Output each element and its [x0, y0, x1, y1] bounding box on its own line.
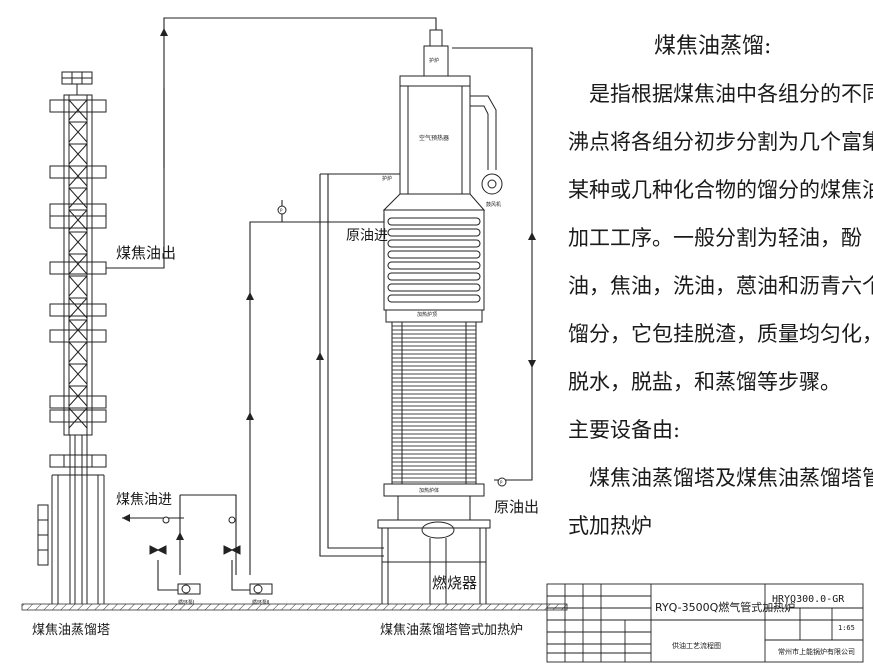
description-title: 煤焦油蒸馏:: [654, 34, 772, 59]
tower-platform: [49, 303, 107, 317]
label-coal-tar-out: 煤焦油出: [116, 244, 176, 262]
convection-coil: [387, 228, 481, 237]
tower-truss: [68, 363, 88, 385]
description-line: 煤焦油蒸馏塔及煤焦油蒸馏塔管: [568, 466, 873, 490]
label-gauge-right: P: [500, 480, 503, 485]
label-burner: 燃烧器: [432, 574, 477, 592]
flow-arrows: [122, 28, 536, 540]
drawing-scale: 1:65: [838, 624, 855, 632]
piping: [106, 17, 533, 591]
label-coal-tar-in: 煤焦油进: [116, 492, 172, 508]
ground-line: [21, 603, 568, 611]
tower-truss: [68, 407, 88, 429]
description-line: 式加热炉: [568, 514, 652, 538]
convection-coil: [387, 283, 481, 292]
tower-truss: [68, 231, 88, 253]
description-line: 馏分，它包挂脱渣，质量均匀化，: [568, 322, 873, 346]
description-line: 是指根据煤焦油中各组分的不同: [568, 82, 873, 106]
tower-platform: [49, 409, 107, 423]
label-furnace-top: 护炉: [429, 57, 439, 64]
diagram-labels: 煤焦油出 煤焦油进 原油进 原油出 燃烧器 煤焦油蒸馏塔 煤焦油蒸馏塔管式加热炉…: [32, 57, 539, 638]
title-block-text: RYQ-3500Q燃气管式加热炉 HRYQ300.0-GR 1:65 供油工艺流…: [655, 594, 855, 656]
tower-platform: [49, 454, 107, 468]
label-gauge-left: P: [280, 208, 283, 213]
description-line: 脱水，脱盐，和蒸馏等步骤。: [568, 370, 841, 394]
label-pump-right: 循环泵Ⅱ: [252, 599, 269, 606]
label-crude-out: 原油出: [494, 498, 539, 516]
label-furnace-name: 煤焦油蒸馏塔管式加热炉: [380, 623, 523, 638]
convection-coil: [387, 217, 481, 226]
description-line: 某种或几种化合物的馏分的煤焦油: [568, 178, 873, 202]
title-block: [546, 583, 864, 663]
description-line: 沸点将各组分初步分割为几个富集: [568, 130, 873, 154]
label-fan: 鼓风机: [486, 201, 501, 208]
drawing-number: HRYQ300.0-GR: [772, 594, 845, 605]
convection-coil: [387, 250, 481, 259]
company-name: 常州市上能锅炉有限公司: [778, 647, 855, 656]
description-line: 主要设备由:: [568, 418, 681, 442]
pump-group: [149, 205, 507, 595]
tower-truss: [68, 275, 88, 297]
convection-coil: [387, 294, 481, 303]
convection-coil: [387, 261, 481, 270]
description-line: 油，焦油，洗油，蒽油和沥青六个: [568, 274, 873, 298]
tower-truss: [68, 187, 88, 209]
label-heating-top: 加热炉顶: [417, 311, 437, 318]
tower-platform: [49, 215, 107, 229]
distillation-tower: [37, 71, 107, 604]
tower-truss: [68, 209, 88, 231]
product-model: RYQ-3500Q燃气管式加热炉: [655, 600, 795, 614]
description-panel: 煤焦油蒸馏: 是指根据煤焦油中各组分的不同 沸点将各组分初步分割为几个富集 某种…: [566, 16, 873, 556]
label-tower-name: 煤焦油蒸馏塔: [32, 623, 110, 638]
tower-platform: [49, 165, 107, 179]
tower-platform: [49, 329, 107, 343]
tower-truss: [68, 341, 88, 363]
tower-platform: [49, 99, 107, 113]
tower-truss: [68, 253, 88, 275]
description-line: 加工工序。一般分割为轻油，酚: [568, 226, 862, 250]
convection-coil: [387, 239, 481, 248]
drawing-name: 供油工艺流程图: [672, 641, 721, 650]
label-crude-in: 原油进: [346, 228, 388, 244]
label-heating-bottom: 加热炉体: [419, 487, 439, 494]
label-air-preheater: 空气预热器: [419, 134, 449, 142]
tower-truss: [68, 297, 88, 319]
convection-coil: [387, 272, 481, 281]
label-pump-left: 循环泵Ⅰ: [178, 599, 194, 606]
tower-platform: [49, 395, 107, 409]
tower-truss: [68, 99, 88, 121]
tower-truss: [68, 121, 88, 143]
label-flue-port: 护炉: [382, 175, 392, 182]
tower-truss: [68, 143, 88, 165]
tower-truss: [68, 165, 88, 187]
tube-furnace: [377, 29, 503, 604]
